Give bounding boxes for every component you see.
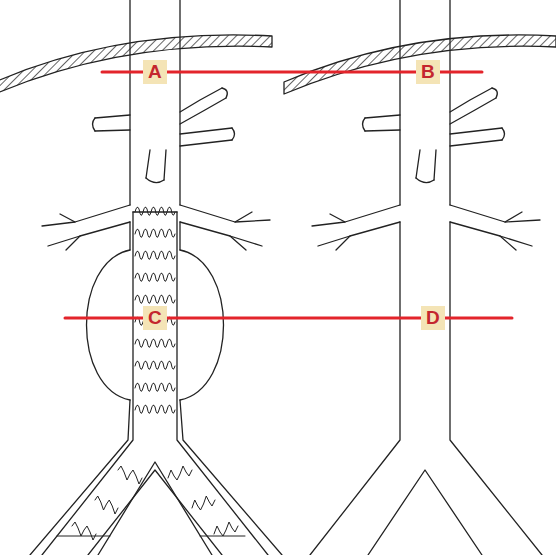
stent-ring (72, 522, 96, 540)
stent-ring (135, 273, 175, 281)
diaphragm (284, 35, 556, 94)
stent-ring (168, 466, 192, 480)
stent-ring (192, 496, 215, 510)
stent-ring (135, 383, 175, 391)
stent-ring (135, 405, 175, 413)
stent-ring (135, 207, 175, 215)
section-label: A (143, 60, 167, 84)
stent-ring (135, 251, 175, 259)
diaphragm (0, 35, 272, 94)
stent-ring (135, 361, 175, 369)
stent-ring (135, 295, 175, 303)
stent-ring (118, 466, 142, 484)
stent-graft (42, 207, 268, 555)
stent-ring (214, 522, 238, 536)
aorta-with-aneurysm (30, 0, 282, 555)
section-line (65, 317, 512, 320)
stent-ring (135, 229, 175, 237)
section-label: C (143, 306, 167, 330)
stent-ring (135, 339, 175, 347)
section-label: D (421, 306, 445, 330)
section-label: B (416, 60, 440, 84)
stent-ring (95, 496, 118, 514)
normal-aorta (310, 0, 542, 555)
